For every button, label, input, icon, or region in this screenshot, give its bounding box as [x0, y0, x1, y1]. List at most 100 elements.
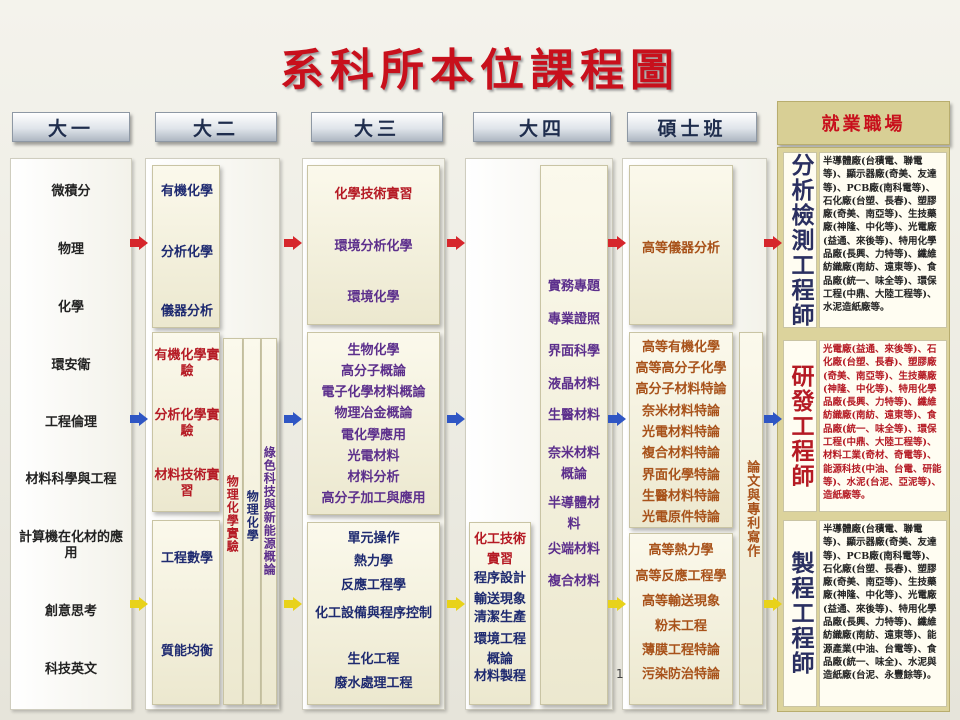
master-group-c [629, 533, 733, 705]
career-title: 製程工程師 [787, 551, 814, 676]
y4-course: 複合材料 [547, 574, 600, 589]
arrow-right-icon [608, 236, 626, 250]
y1-course: 材料科學與工程 [25, 472, 117, 487]
y2-course: 分析化學 [160, 245, 213, 260]
y3-course: 化工設備與程序控制 [314, 606, 432, 621]
y1-course: 物理 [57, 242, 84, 257]
y1-course: 創意思考 [44, 604, 97, 619]
y3-course: 電子化學材料概論 [321, 385, 426, 400]
page-title: 系科所本位課程圖 [280, 45, 680, 96]
y2-course: 儀器分析 [160, 304, 213, 319]
y3-course: 生物化學 [347, 343, 400, 358]
y1-course: 工程倫理 [44, 415, 97, 430]
y4-course: 輸送現象 [473, 592, 526, 607]
y4-course: 界面科學 [547, 344, 600, 359]
master-course: 複合材料特論 [641, 446, 720, 461]
arrow-right-icon [284, 236, 302, 250]
y2-vbox-3 [261, 338, 277, 705]
y2-group-b [152, 332, 220, 512]
y2-vbox-1 [223, 338, 243, 705]
y2-vbox-2 [243, 338, 261, 705]
master-course: 污染防治特論 [641, 667, 720, 682]
master-course: 界面化學特論 [641, 468, 720, 483]
y2-vertical-course: 物理化學實驗 [225, 475, 240, 553]
master-course: 粉末工程 [654, 619, 707, 634]
y3-course: 環境分析化學 [334, 239, 413, 254]
y3-course: 反應工程學 [340, 578, 406, 593]
master-group-b [629, 332, 733, 528]
arrow-right-icon [447, 412, 465, 426]
y4-group-c [469, 522, 531, 705]
y2-vertical-course: 綠色科技與新能源概論 [262, 446, 277, 576]
y3-course: 熱力學 [353, 554, 393, 569]
master-course: 高等熱力學 [648, 543, 714, 558]
y1-course: 計算機在化材的應用 [18, 530, 123, 562]
master-course: 高等反應工程學 [635, 569, 727, 584]
arrow-right-icon [608, 412, 626, 426]
y3-course: 高分子概論 [340, 364, 406, 379]
y3-course: 電化學應用 [340, 428, 406, 443]
master-course: 薄膜工程特論 [641, 643, 720, 658]
career-description: 半導體廠(台積電、聯電等)、顯示器廠(奇美、友達等)、PCB廠(南科電等)、石化… [819, 152, 947, 328]
arrow-right-icon [608, 597, 626, 611]
page-number: 1 [616, 667, 624, 681]
y2-group-c [152, 520, 220, 705]
arrow-right-icon [764, 236, 782, 250]
y2-vertical-course: 物理化學 [245, 490, 260, 542]
y1-course: 環安衛 [51, 358, 91, 373]
y3-group-c [307, 522, 440, 705]
master-group-a [629, 165, 733, 325]
y2-course: 質能均衡 [160, 644, 213, 659]
y2-course: 材料技術實習 [154, 468, 220, 500]
master-vertical-course: 論文與專利寫作 [744, 460, 760, 558]
y4-course: 奈米材料概論 [547, 446, 600, 482]
career-title: 研發工程師 [787, 363, 814, 489]
arrow-right-icon [130, 412, 148, 426]
y4-course: 半導體材料 [547, 496, 600, 532]
y4-course: 液晶材料 [547, 377, 600, 392]
y2-course: 分析化學實驗 [154, 408, 220, 440]
master-course: 光電原件特論 [641, 510, 720, 525]
y3-course: 廢水處理工程 [334, 676, 413, 691]
master-course: 高等高分子化學 [635, 361, 727, 376]
y3-course: 材料分析 [347, 470, 400, 485]
arrow-right-icon [764, 597, 782, 611]
year1-column [10, 158, 132, 710]
y2-course: 有機化學 [160, 184, 213, 199]
y4-course: 專業證照 [547, 312, 600, 327]
y4-course: 環境工程概論 [473, 632, 526, 667]
career-title-box [783, 520, 817, 707]
y3-course: 光電材料 [347, 449, 400, 464]
arrow-right-icon [284, 597, 302, 611]
y4-group-a [540, 165, 608, 705]
arrow-right-icon [764, 412, 782, 426]
y2-course: 工程數學 [160, 551, 213, 566]
career-description: 半導體廠(台積電、聯電等)、顯示器廠(奇美、友達等)、PCB廠(南科電等)、石化… [819, 520, 947, 707]
header-year4: 大四 [473, 112, 611, 142]
master-course: 高等輸送現象 [641, 594, 720, 609]
y4-course: 生醫材料 [547, 408, 600, 423]
master-course: 生醫材料特論 [641, 489, 720, 504]
header-year1: 大一 [12, 112, 130, 142]
y3-course: 高分子加工與應用 [321, 491, 426, 506]
career-title-box [783, 340, 817, 512]
career-description: 光電廠(益通、來後等)、石化廠(台塑、長春)、塑膠廠(奇美、南亞等)、生技藥廠(… [819, 340, 947, 512]
y3-group-a [307, 165, 440, 325]
y4-course: 化工技術實習 [473, 532, 526, 567]
arrow-right-icon [447, 597, 465, 611]
master-vbox [739, 332, 763, 705]
y3-group-b [307, 332, 440, 515]
arrow-right-icon [130, 236, 148, 250]
master-course: 高等儀器分析 [641, 241, 720, 256]
y1-course: 微積分 [51, 184, 91, 199]
header-year3: 大三 [311, 112, 443, 142]
master-course: 高等有機化學 [641, 340, 720, 355]
arrow-right-icon [447, 236, 465, 250]
y4-course: 實務專題 [547, 279, 600, 294]
y1-course: 科技英文 [44, 662, 97, 677]
y3-course: 單元操作 [347, 531, 400, 546]
y3-course: 生化工程 [347, 652, 400, 667]
y4-course: 材料製程 [473, 669, 526, 684]
y3-course: 物理冶金概論 [334, 406, 413, 421]
y1-course: 化學 [57, 300, 84, 315]
